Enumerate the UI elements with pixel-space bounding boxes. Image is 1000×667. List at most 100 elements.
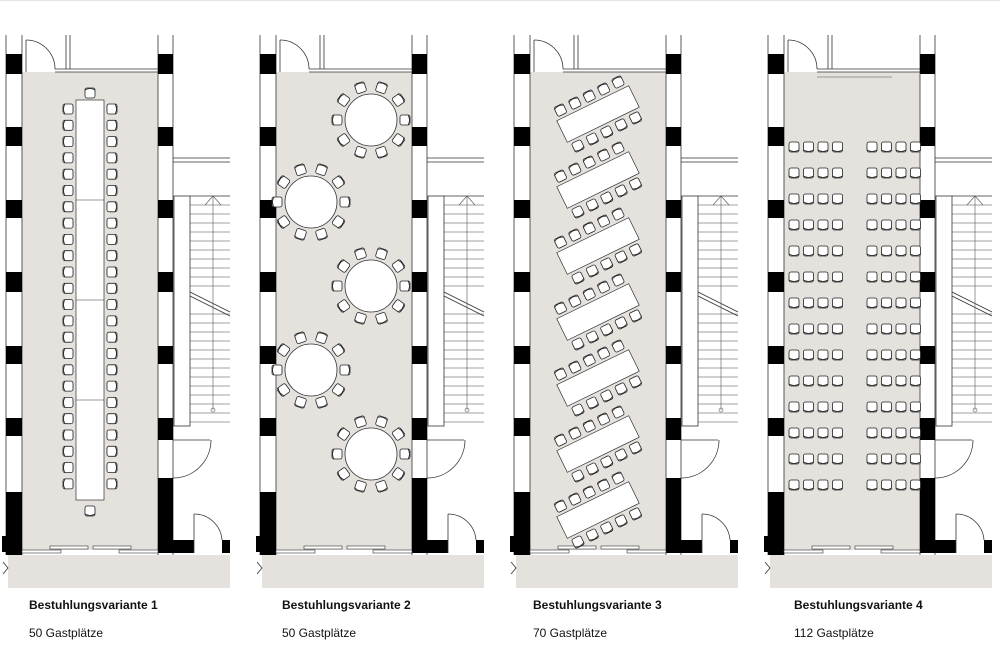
- chair-icon: [391, 93, 406, 107]
- chair-back: [114, 103, 117, 115]
- variant-capacity: 50 Gastplätze: [282, 626, 357, 640]
- chair-icon: [788, 297, 800, 309]
- chair-icon: [611, 75, 625, 89]
- chair-icon: [375, 312, 388, 325]
- sliding-door: [600, 545, 640, 550]
- chair-icon: [881, 427, 892, 439]
- chair-seat: [62, 103, 74, 115]
- chair-icon: [554, 103, 567, 117]
- chair-back: [611, 142, 622, 148]
- chair-back: [803, 175, 814, 178]
- chair-icon: [614, 382, 628, 396]
- chair-icon: [832, 375, 843, 387]
- chair-seat: [881, 219, 892, 231]
- chair-back: [114, 152, 117, 164]
- chair-back: [881, 279, 892, 282]
- chair-back: [337, 427, 345, 437]
- chair-back: [574, 212, 585, 218]
- chair-seat: [84, 87, 96, 99]
- chair-back: [817, 331, 829, 334]
- chair-seat: [910, 375, 921, 387]
- chair-icon: [629, 243, 642, 257]
- chair-back: [63, 429, 66, 441]
- chair-icon: [788, 271, 800, 283]
- chair-back: [832, 253, 843, 256]
- chair-icon: [881, 323, 892, 335]
- chair-icon: [788, 349, 800, 361]
- chair-back: [597, 479, 607, 485]
- pillar: [412, 127, 427, 146]
- chair-seat: [866, 245, 878, 257]
- door-swing-icon: [701, 513, 731, 541]
- chair-seat: [106, 282, 118, 294]
- chair-icon: [817, 427, 829, 439]
- chair-icon: [375, 81, 388, 94]
- chair-icon: [554, 433, 567, 447]
- chair-icon: [62, 315, 74, 327]
- chair-icon: [568, 228, 582, 242]
- chair-icon: [582, 155, 596, 169]
- chair-seat: [832, 141, 843, 153]
- wall-block: [666, 478, 681, 553]
- chair-seat: [832, 427, 843, 439]
- sliding-door: [346, 545, 386, 550]
- chair-back: [611, 472, 622, 478]
- chair-seat: [106, 331, 118, 343]
- pillar: [514, 272, 530, 292]
- chair-icon: [331, 215, 346, 229]
- chair-back: [803, 487, 814, 490]
- chair-icon: [106, 266, 118, 278]
- chair-back: [881, 409, 892, 412]
- chair-icon: [910, 453, 921, 465]
- pillar: [260, 127, 276, 146]
- door-swing-icon: [426, 439, 466, 479]
- chair-back: [910, 279, 921, 282]
- chair-back: [832, 331, 843, 334]
- chair-icon: [881, 297, 892, 309]
- chair-icon: [106, 119, 118, 131]
- chair-seat: [315, 228, 328, 241]
- chair-back: [568, 361, 579, 367]
- chair-icon: [788, 453, 800, 465]
- chair-icon: [614, 448, 628, 462]
- chair-back: [583, 486, 593, 492]
- chair-back: [788, 409, 800, 412]
- sliding-door: [275, 549, 316, 554]
- chair-icon: [106, 396, 118, 408]
- chair-back: [574, 410, 585, 416]
- chair-icon: [375, 247, 388, 260]
- chair-seat: [62, 413, 74, 425]
- chair-back: [866, 435, 878, 438]
- chair-seat: [788, 479, 800, 491]
- chair-seat: [866, 375, 878, 387]
- chair-icon: [336, 427, 351, 441]
- chair-back: [63, 120, 66, 131]
- chair-icon: [106, 103, 118, 115]
- chair-seat: [106, 185, 118, 196]
- diagonal-table-group: [554, 75, 642, 153]
- chair-seat: [832, 401, 843, 413]
- pillar: [6, 54, 22, 74]
- chair-seat: [375, 415, 388, 428]
- chair-back: [114, 136, 117, 147]
- chair-icon: [568, 426, 582, 440]
- chair-back: [63, 250, 66, 261]
- table: [556, 481, 640, 539]
- pillar: [6, 200, 22, 218]
- chair-seat: [62, 201, 74, 213]
- chair-seat: [788, 453, 800, 465]
- chair-back: [866, 383, 878, 386]
- chair-icon: [585, 198, 599, 212]
- chair-back: [832, 487, 843, 490]
- chair-back: [788, 487, 800, 490]
- diagonal-table-group: [554, 141, 642, 219]
- chair-icon: [895, 401, 907, 413]
- chair-seat: [375, 480, 388, 493]
- chair-icon: [315, 331, 328, 344]
- chair-seat: [106, 445, 118, 457]
- pillar: [260, 54, 276, 74]
- chair-back: [832, 201, 843, 204]
- chair-back: [910, 461, 921, 464]
- floor-plan-variant-3: [508, 30, 748, 595]
- corridor-floor: [8, 555, 230, 588]
